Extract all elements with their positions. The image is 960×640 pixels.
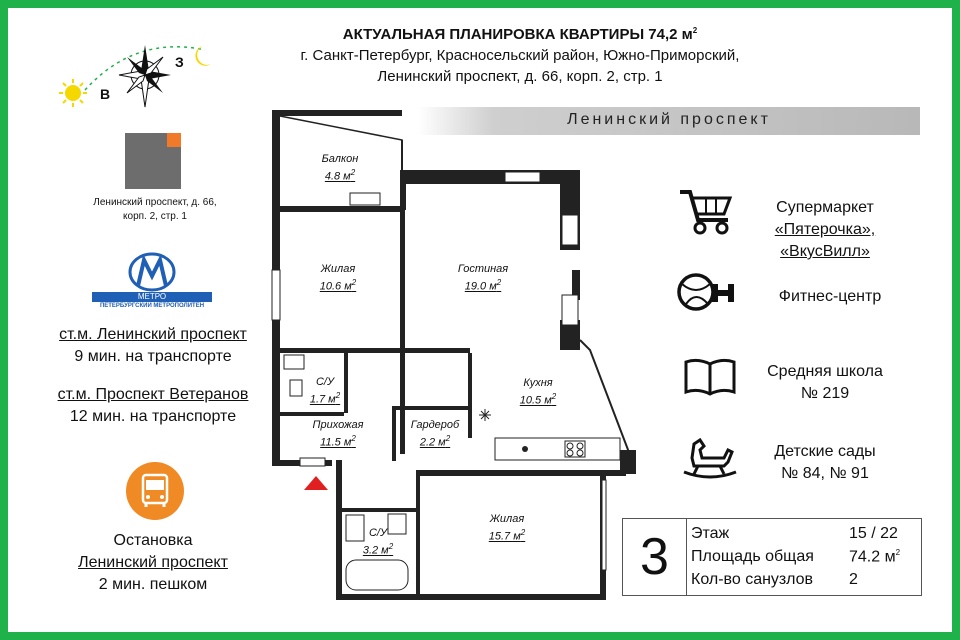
metro-logo-icon [128,252,176,292]
metro-info: ст.м. Ленинский проспект 9 мин. на транс… [28,324,278,428]
header: АКТУАЛЬНАЯ ПЛАНИРОВКА КВАРТИРЫ 74,2 м2 г… [250,20,790,87]
metro-logo: МЕТРО ПЕТЕРБУРГСКИЙ МЕТРОПОЛИТЕН [92,252,212,314]
street-banner: Ленинский проспект [418,107,920,135]
building-section-marker [167,133,181,147]
rocking-horse-icon [683,437,737,479]
bus-stop-label: Остановка [113,532,193,549]
poi-school-number: № 219 [800,385,850,402]
poi-kindergartens: Детские сады № 84, № 91 [745,441,905,485]
poi-school: Средняя школа № 219 [745,361,905,405]
metro-logo-text: МЕТРО [92,292,212,302]
area-value: 74.2 м2 [849,548,901,566]
entrance-marker [304,476,328,490]
poi-fitness: Фитнес-центр [778,288,882,305]
address-line-2: Ленинский проспект, д. 66, корп. 2, стр.… [377,68,663,85]
building-caption-line-2: корп. 2, стр. 1 [123,211,187,222]
bus-stop-name: Ленинский проспект [78,554,228,571]
metro-station-2-time: 12 мин. на транспорте [69,408,237,425]
moon-icon [195,46,211,66]
building-caption-line-1: Ленинский проспект, д. 66, [93,197,217,208]
page-title: АКТУАЛЬНАЯ ПЛАНИРОВКА КВАРТИРЫ 74,2 м2 [342,26,698,43]
building-caption: Ленинский проспект, д. 66, корп. 2, стр.… [60,196,250,224]
poi-kindergartens-numbers: № 84, № 91 [781,465,869,482]
book-icon [684,358,736,396]
area-label: Площадь общая [691,548,814,565]
floor-value: 15 / 22 [849,525,898,542]
floor-label: Этаж [691,525,730,542]
fitness-icon [677,273,734,311]
metro-station-1-time: 9 мин. на транспорте [74,348,232,365]
address-line-1: г. Санкт-Петербург, Красносельский район… [300,47,740,64]
floor-plan [271,110,636,600]
poi-school-label: Средняя школа [767,363,883,380]
poi-kindergartens-label: Детские сады [774,443,876,460]
bus-stop-time: 2 мин. пешком [98,576,208,593]
compass-icon [59,45,211,108]
sun-icon [59,79,87,107]
building-footprint [125,133,181,189]
metro-station-2: ст.м. Проспект Ветеранов [57,386,249,403]
rooms-count: 3 [623,519,687,595]
metro-station-1: ст.м. Ленинский проспект [59,326,247,343]
bathrooms-value: 2 [849,571,858,588]
metro-logo-sub: ПЕТЕРБУРГСКИЙ МЕТРОПОЛИТЕН [99,303,205,309]
apartment-info-box: 3 Этаж 15 / 22 Площадь общая 74.2 м2 Кол… [622,518,922,596]
poi-supermarket-label: Супермаркет [776,199,874,216]
bus-stop-info: Остановка Ленинский проспект 2 мин. пешк… [28,530,278,596]
bus-icon [126,462,184,520]
compass-west-letter: З [175,54,184,70]
shopping-cart-icon [680,190,733,235]
compass-east-letter: В [100,86,111,102]
poi-supermarket-name-2: «ВкусВилл» [780,243,870,260]
street-name: Ленинский проспект [567,111,771,128]
poi-supermarket: Супермаркет «Пятерочка», «ВкусВилл» [745,197,905,263]
poi-supermarket-name-1: «Пятерочка», [774,221,876,238]
bathrooms-label: Кол-во санузлов [691,571,813,588]
